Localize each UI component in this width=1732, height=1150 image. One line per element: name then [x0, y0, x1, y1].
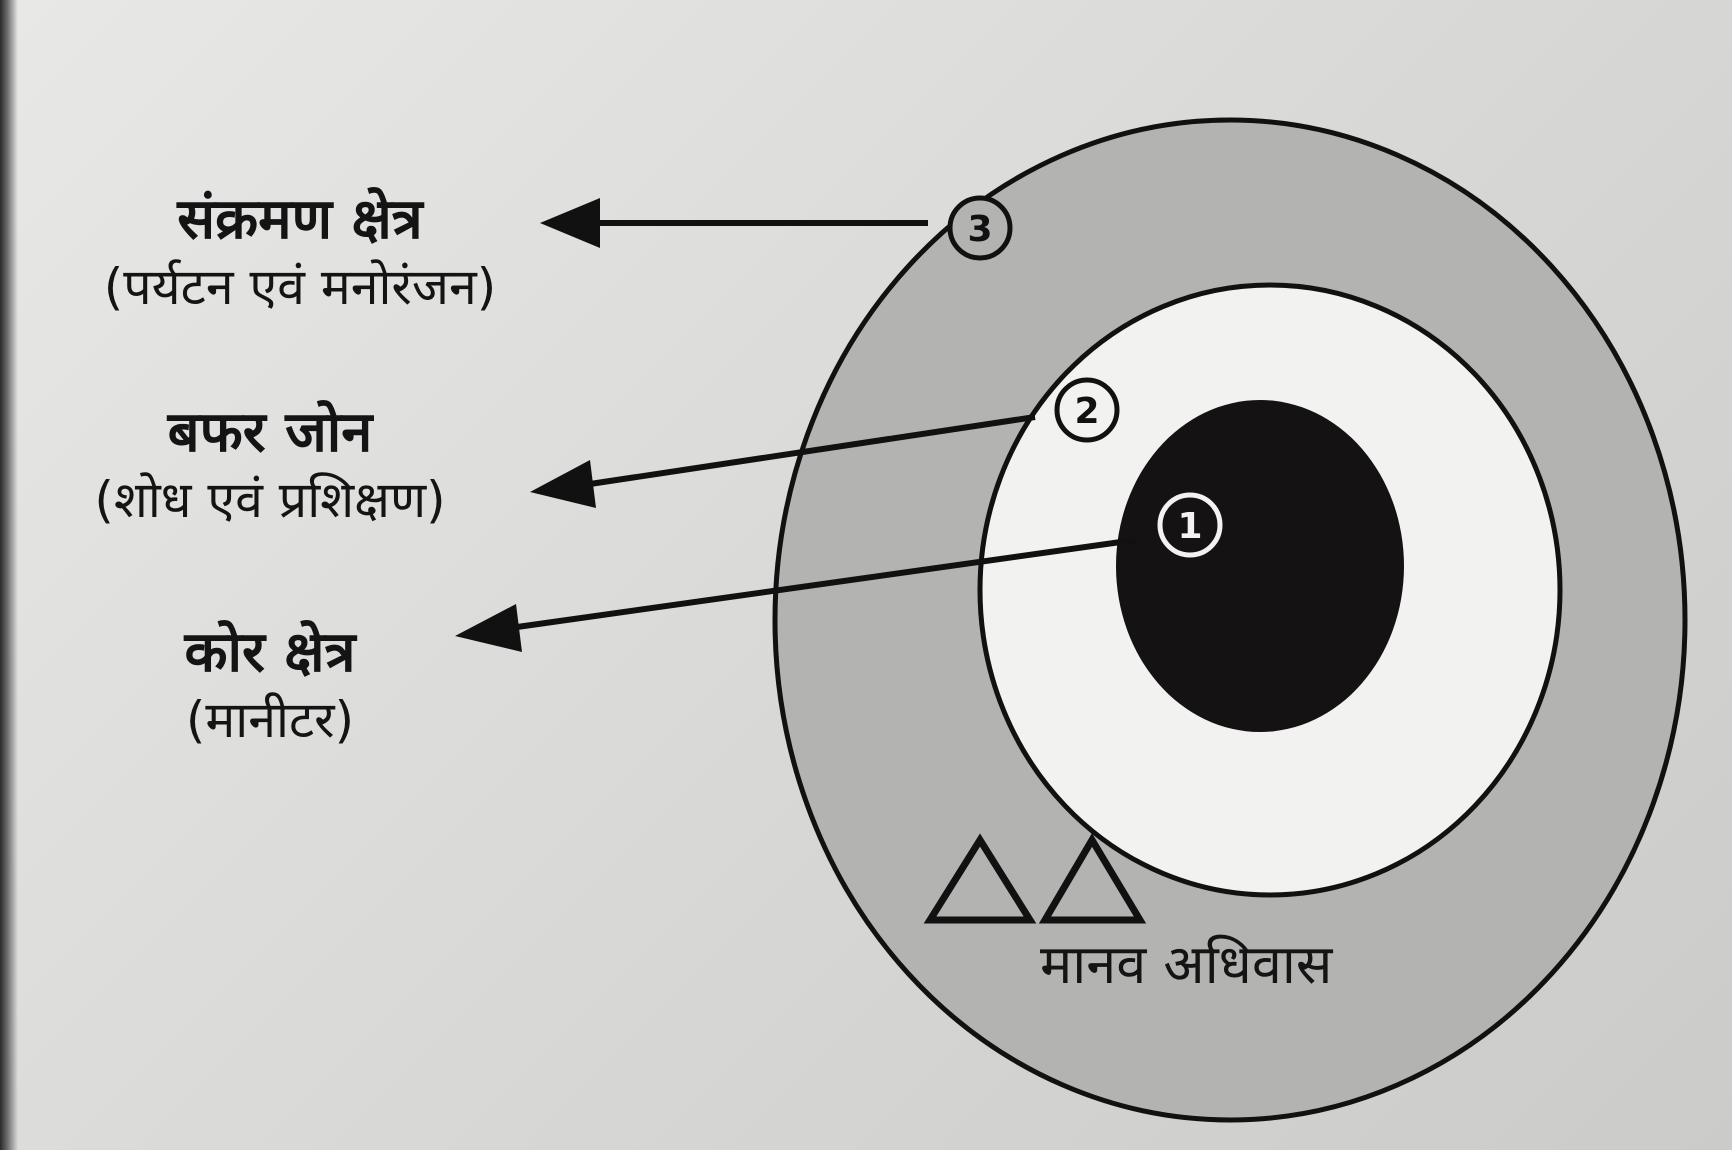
- transition-zone-title: संक्रमण क्षेत्र: [177, 187, 423, 252]
- core-zone-label: कोर क्षेत्र (मानीटर): [105, 618, 435, 752]
- zone-number-1-text: 1: [1177, 506, 1202, 547]
- zone-number-3: 3: [947, 195, 1013, 261]
- transition-zone-label: संक्रमण क्षेत्र (पर्यटन एवं मनोरंजन): [20, 185, 580, 319]
- core-zone-title: कोर क्षेत्र: [184, 620, 356, 685]
- arrowhead-core: [455, 604, 522, 652]
- buffer-zone-label: बफर जोन (शोध एवं प्रशिक्षण): [10, 398, 530, 532]
- core-zone: [1116, 400, 1404, 732]
- pointer-core: [509, 537, 1136, 631]
- zone-number-2-text: 2: [1074, 391, 1099, 432]
- buffer-zone-title: बफर जोन: [167, 400, 373, 465]
- settlement-triangle-icon: [923, 833, 1037, 924]
- core-zone-subtitle: (मानीटर): [185, 691, 355, 749]
- buffer-zone-subtitle: (शोध एवं प्रशिक्षण): [94, 471, 446, 529]
- page-edge-shadow: [0, 0, 18, 1150]
- zone-number-1: 1: [1157, 492, 1223, 558]
- arrowhead-buffer: [530, 460, 596, 508]
- zone-number-2: 2: [1054, 377, 1120, 443]
- pointer-buffer: [589, 414, 1036, 487]
- zone-number-3-text: 3: [967, 209, 992, 250]
- settlement-triangle-icon: [1038, 833, 1147, 924]
- transition-zone-subtitle: (पर्यटन एवं मनोरंजन): [103, 258, 497, 316]
- arrowhead-transition: [540, 198, 600, 248]
- human-settlement-label: मानव अधिवास: [1040, 933, 1333, 996]
